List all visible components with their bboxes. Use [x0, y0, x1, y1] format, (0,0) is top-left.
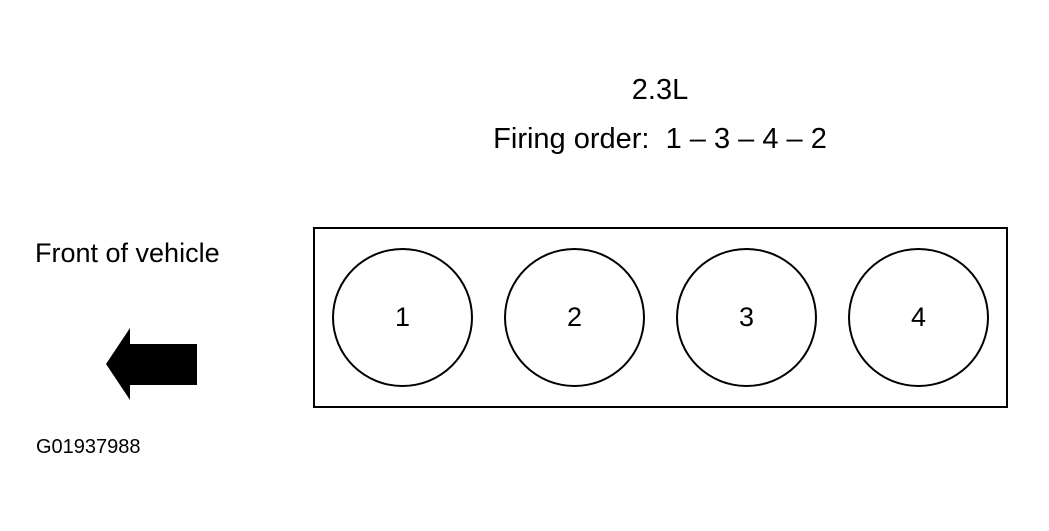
figure-id: G01937988 [36, 436, 141, 458]
cylinder-2: 2 [504, 248, 645, 387]
engine-block: 1 2 3 4 [313, 227, 1008, 408]
cylinder-number: 4 [910, 302, 927, 332]
cylinder-3: 3 [676, 248, 817, 387]
firing-order-label: Firing order: 1 – 3 – 4 – 2 [493, 123, 827, 155]
left-arrow-icon [106, 328, 197, 400]
cylinder-number: 1 [394, 302, 411, 332]
front-of-vehicle-label: Front of vehicle [35, 238, 220, 268]
cylinder-1: 1 [332, 248, 473, 387]
engine-size-title: 2.3L [631, 74, 689, 106]
cylinder-number: 3 [738, 302, 755, 332]
cylinder-4: 4 [848, 248, 989, 387]
cylinder-number: 2 [566, 302, 583, 332]
